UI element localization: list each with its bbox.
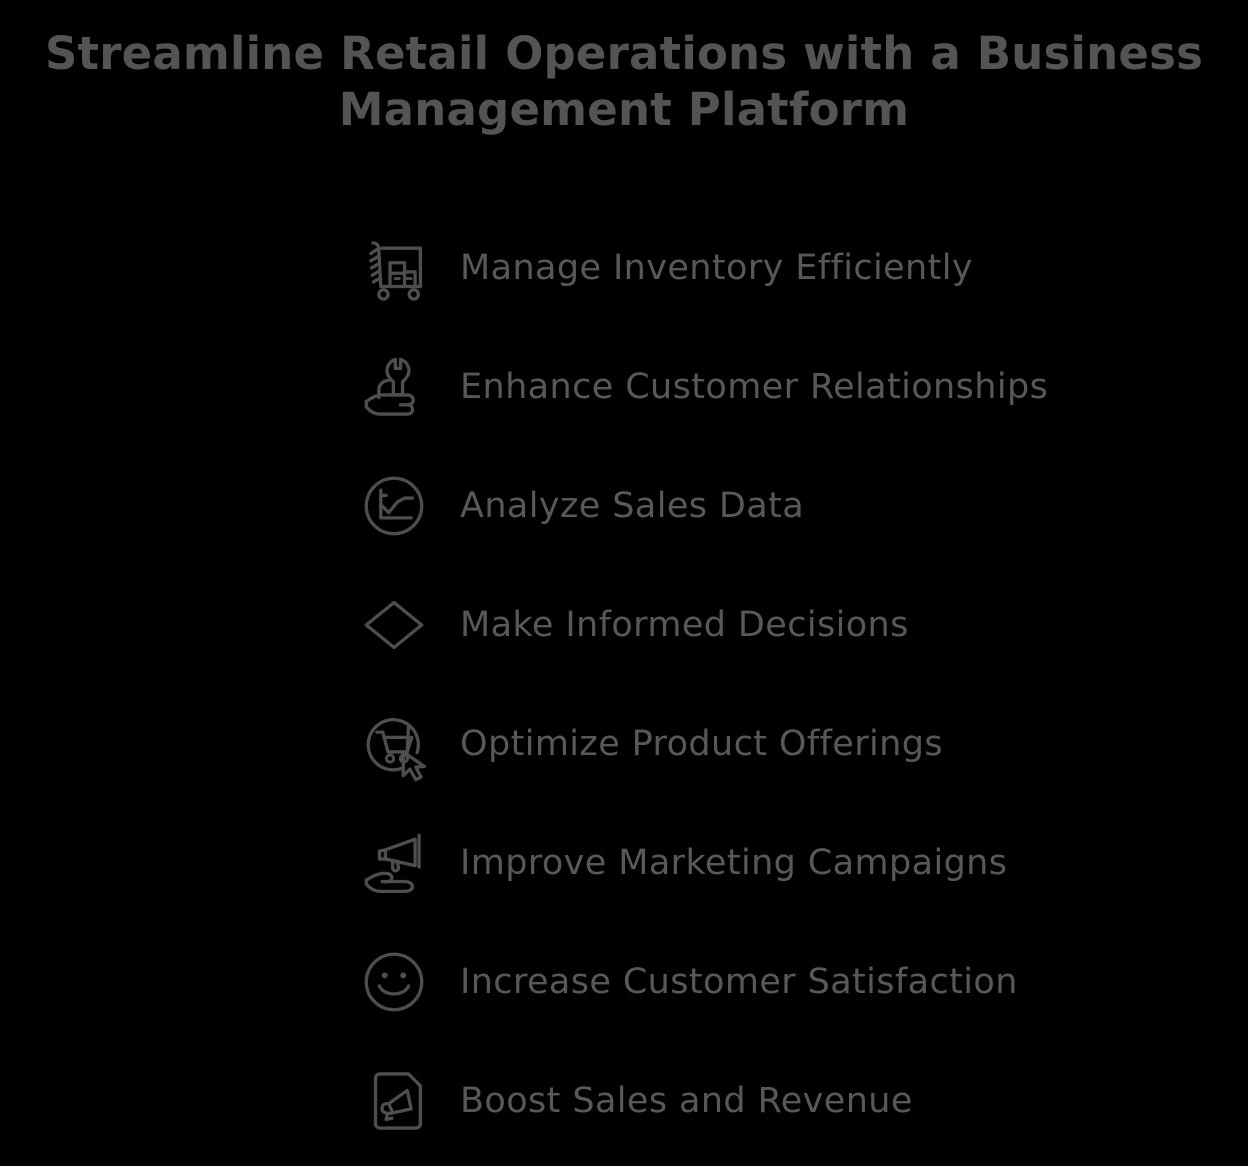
hand-megaphone-icon <box>358 827 430 899</box>
list-item[interactable]: Manage Inventory Efficiently <box>0 208 1248 327</box>
list-item[interactable]: Analyze Sales Data <box>0 446 1248 565</box>
page-title-line-2: Management Platform <box>338 83 910 136</box>
list-item[interactable]: Make Informed Decisions <box>0 565 1248 684</box>
list-item-label: Analyze Sales Data <box>460 485 805 526</box>
shopping-cart-cursor-icon <box>358 708 430 781</box>
list-item-label: Make Informed Decisions <box>460 604 909 645</box>
diamond-decision-icon <box>358 589 430 661</box>
list-item[interactable]: Improve Marketing Campaigns <box>0 803 1248 922</box>
document-megaphone-icon <box>358 1065 430 1137</box>
page-title-line-1: Streamline Retail Operations with a Busi… <box>44 27 1204 80</box>
list-item-label: Manage Inventory Efficiently <box>460 247 973 288</box>
inventory-cart-icon <box>358 232 430 304</box>
list-item-label: Increase Customer Satisfaction <box>460 961 1018 1002</box>
list-item[interactable]: Enhance Customer Relationships <box>0 327 1248 446</box>
smiley-face-icon <box>358 946 430 1018</box>
list-item[interactable]: Increase Customer Satisfaction <box>0 922 1248 1041</box>
list-item-label: Enhance Customer Relationships <box>460 366 1049 407</box>
list-item-label: Improve Marketing Campaigns <box>460 842 1008 883</box>
list-item-label: Boost Sales and Revenue <box>460 1080 913 1121</box>
list-item-label: Optimize Product Offerings <box>460 723 943 764</box>
list-item[interactable]: Boost Sales and Revenue <box>0 1041 1248 1160</box>
line-chart-circle-icon <box>358 470 430 542</box>
benefits-list: Manage Inventory Efficiently Enhance Cus… <box>0 208 1248 1160</box>
page-title: Streamline Retail Operations with a Busi… <box>24 26 1224 138</box>
hand-wrench-icon <box>358 351 430 423</box>
list-item[interactable]: Optimize Product Offerings <box>0 684 1248 803</box>
